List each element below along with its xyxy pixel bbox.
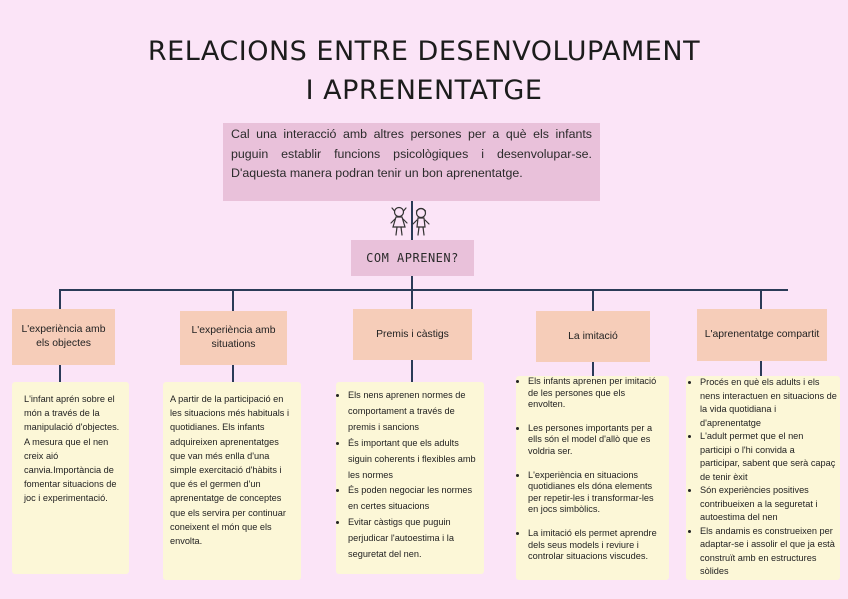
connector-drop-5 bbox=[760, 289, 762, 309]
card-premis-castigs: Els nens aprenen normes de comportament … bbox=[336, 382, 484, 574]
connector-card-3 bbox=[411, 360, 413, 382]
list-item: L'experiència en situacions quotidianes … bbox=[528, 470, 663, 516]
list-item: Les persones importants per a ells són e… bbox=[528, 423, 663, 458]
list-item: Procés en què els adults i els nens inte… bbox=[700, 376, 837, 430]
list-item: Són experiències positives contribueixen… bbox=[700, 484, 837, 525]
list-item: Els andamis es construeixen per adaptar-… bbox=[700, 525, 837, 579]
list-item: És important que els adults siguin coher… bbox=[348, 436, 480, 484]
connector-card-5 bbox=[760, 361, 762, 376]
list-item: L'adult permet que el nen participi o l'… bbox=[700, 430, 837, 484]
category-imitacio: La imitació bbox=[536, 311, 650, 362]
children-icon bbox=[390, 206, 430, 236]
card-aprenentatge-compartit: Procés en què els adults i els nens inte… bbox=[686, 376, 840, 580]
list-item: Evitar càstigs que puguin perjudicar l'a… bbox=[348, 515, 480, 563]
card-objectes-text: L'infant aprén sobre el món a través de … bbox=[24, 394, 120, 504]
card-situations: A partir de la participació en les situa… bbox=[163, 382, 301, 580]
connector-intro-to-question bbox=[411, 201, 413, 240]
category-objectes: L'experiència amb els objectes bbox=[12, 309, 115, 365]
page-title-line-1: RELACIONS ENTRE DESENVOLUPAMENT bbox=[147, 36, 701, 67]
connector-question-down bbox=[411, 276, 413, 290]
connector-card-1 bbox=[59, 365, 61, 382]
connector-horizontal bbox=[59, 289, 788, 291]
list-item: Els nens aprenen normes de comportament … bbox=[348, 388, 480, 436]
category-aprenentatge-compartit: L'aprenentatge compartit bbox=[697, 309, 827, 361]
intro-box: Cal una interacció amb altres persones p… bbox=[223, 123, 600, 201]
question-box: COM APRENEN? bbox=[351, 240, 474, 276]
list-item: La imitació els permet aprendre dels seu… bbox=[528, 528, 663, 563]
card-imitacio: Els infants aprenen per imitació de les … bbox=[516, 376, 669, 580]
list-item: És poden negociar les normes en certes s… bbox=[348, 483, 480, 515]
connector-drop-2 bbox=[232, 289, 234, 311]
connector-card-2 bbox=[232, 365, 234, 382]
card-objectes: L'infant aprén sobre el món a través de … bbox=[12, 382, 129, 574]
card-situations-text: A partir de la participació en les situa… bbox=[170, 394, 289, 547]
connector-drop-4 bbox=[592, 289, 594, 311]
category-situations: L'experiència amb situations bbox=[180, 311, 287, 365]
connector-drop-1 bbox=[59, 289, 61, 309]
page-title-line-2: I APRENENTATGE bbox=[305, 75, 543, 106]
connector-drop-3 bbox=[411, 289, 413, 309]
connector-card-4 bbox=[592, 362, 594, 376]
list-item: Els infants aprenen per imitació de les … bbox=[528, 376, 663, 411]
category-premis-castigs: Premis i càstigs bbox=[353, 309, 472, 360]
